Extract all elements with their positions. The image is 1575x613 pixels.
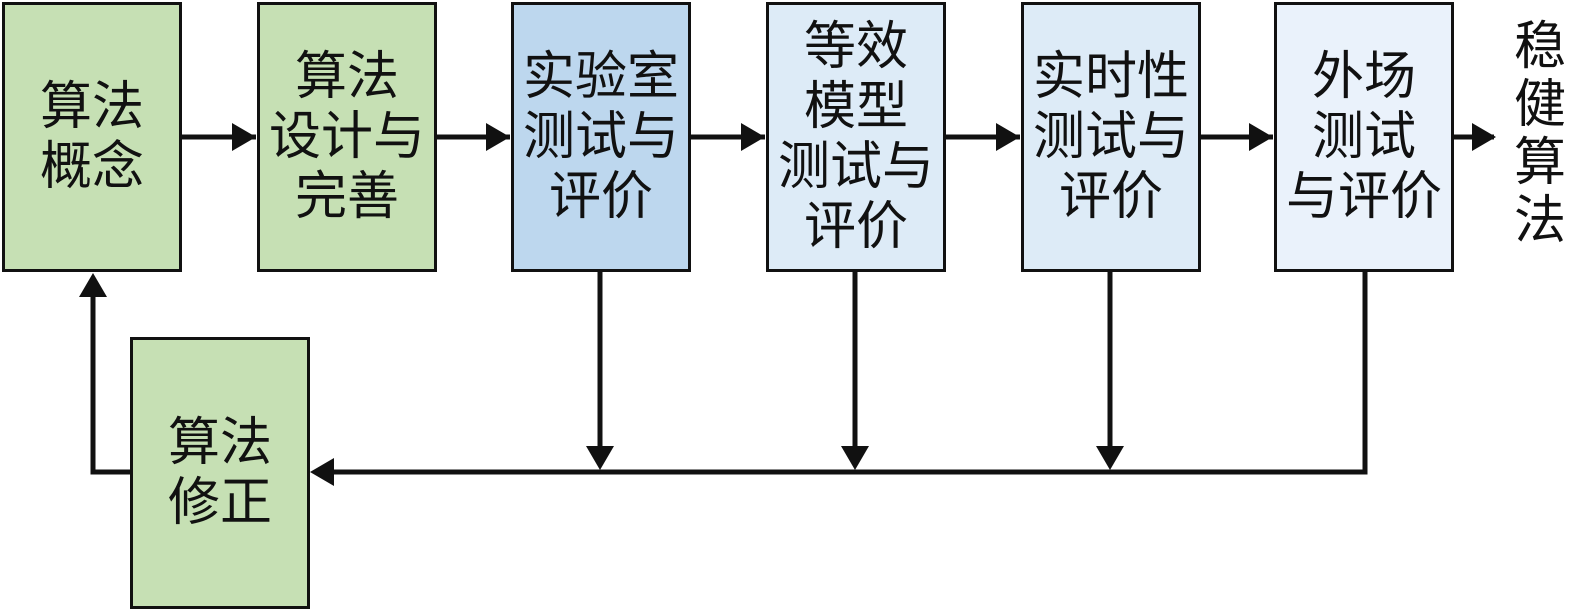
box-line: 修正 [167, 473, 272, 533]
box-line: 测试 [1311, 107, 1416, 167]
box-line: 与评价 [1285, 167, 1442, 227]
output-char: 法 [1513, 191, 1566, 251]
box-line: 算法 [167, 413, 272, 473]
box-algorithm-design: 算法 设计与 完善 [257, 2, 437, 272]
output-char: 算 [1513, 133, 1566, 193]
box-line: 算法 [39, 77, 144, 137]
box-line: 测试与 [1032, 107, 1189, 167]
arrowhead-equiv-down [841, 446, 869, 470]
arrowhead-lab [486, 123, 510, 151]
box-algorithm-concept: 算法 概念 [2, 2, 182, 272]
box-line: 实时性 [1032, 47, 1189, 107]
box-line: 完善 [294, 167, 399, 227]
arrowhead-realtime-down [1096, 446, 1124, 470]
box-equivalent-model-test: 等效 模型 测试与 评价 [766, 2, 946, 272]
output-char: 稳 [1513, 17, 1566, 77]
box-lab-test: 实验室 测试与 评价 [511, 2, 691, 272]
box-line: 模型 [803, 77, 908, 137]
box-line: 算法 [294, 47, 399, 107]
box-line: 评价 [548, 167, 653, 227]
arrowhead-lab-down [586, 446, 614, 470]
box-line: 评价 [803, 197, 908, 257]
box-realtime-test: 实时性 测试与 评价 [1021, 2, 1201, 272]
box-line: 评价 [1058, 167, 1163, 227]
box-line: 测试与 [777, 137, 934, 197]
box-line: 外场 [1311, 47, 1416, 107]
arrow-revise-to-concept [90, 296, 130, 475]
arrowhead-design [232, 123, 256, 151]
output-char: 健 [1513, 75, 1566, 135]
arrowhead-equiv [741, 123, 765, 151]
box-line: 概念 [39, 137, 144, 197]
arrowhead-concept [79, 273, 107, 297]
box-field-test: 外场 测试 与评价 [1274, 2, 1454, 272]
feedback-line [334, 272, 1368, 475]
arrowhead-field [1249, 123, 1273, 151]
box-line: 设计与 [268, 107, 425, 167]
box-line: 测试与 [522, 107, 679, 167]
arrowhead-realtime [996, 123, 1020, 151]
arrowhead-output [1472, 123, 1496, 151]
output-robust-algorithm: 稳 健 算 法 [1510, 18, 1570, 250]
box-line: 实验室 [522, 47, 679, 107]
box-algorithm-revision: 算法 修正 [130, 337, 310, 609]
arrowhead-revise [310, 458, 334, 486]
box-line: 等效 [803, 17, 908, 77]
